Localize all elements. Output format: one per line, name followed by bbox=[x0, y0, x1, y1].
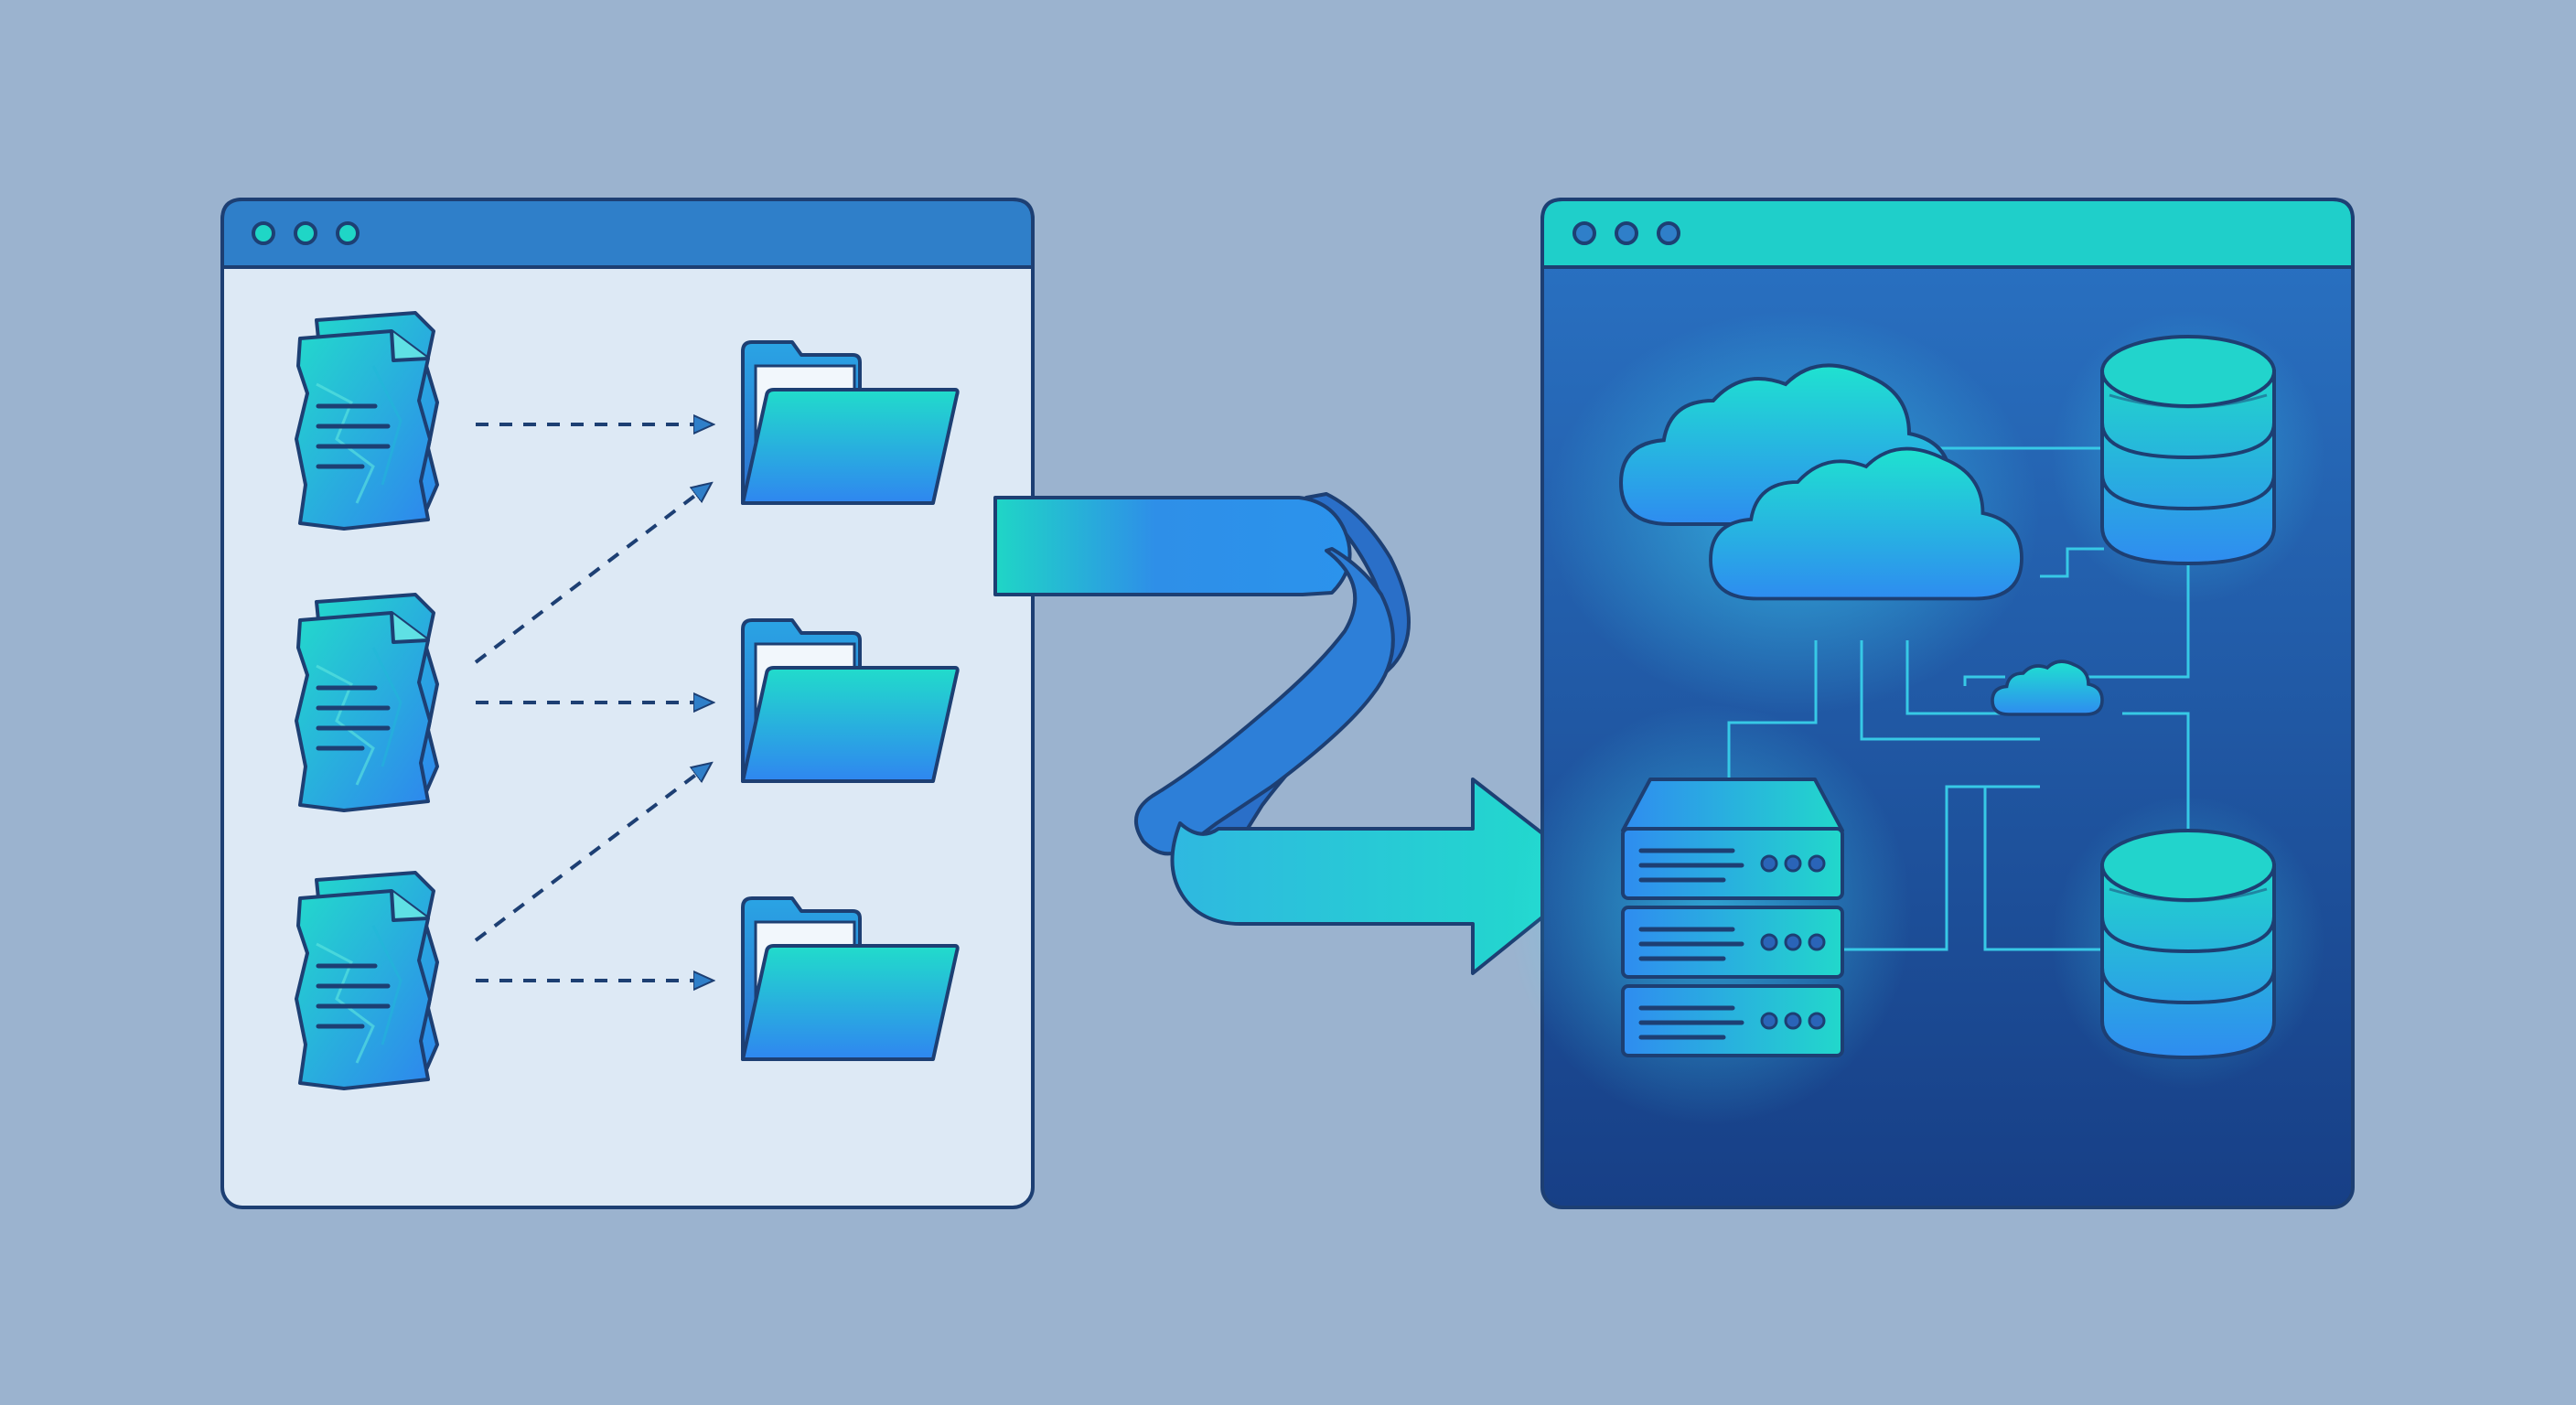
sorting-arrows bbox=[474, 424, 704, 981]
dashed-arrow-icon bbox=[474, 768, 704, 942]
cloud-window-titlebar bbox=[1540, 198, 2355, 269]
network-connections bbox=[1727, 446, 2190, 951]
cloud-window bbox=[1509, 198, 2355, 1209]
crumpled-document-stack-icon bbox=[296, 595, 437, 810]
crumpled-document-stack-icon bbox=[296, 873, 437, 1089]
window-dot-icon bbox=[1572, 221, 1596, 245]
window-dot-icon bbox=[336, 221, 360, 245]
ribbon-arrow-icon bbox=[993, 492, 1597, 975]
window-dot-icon bbox=[294, 221, 317, 245]
database-icon bbox=[2100, 335, 2276, 565]
window-dot-icon bbox=[1615, 221, 1638, 245]
source-window-titlebar bbox=[220, 198, 1035, 269]
server-rack-icon bbox=[1623, 778, 1842, 1056]
source-window bbox=[220, 198, 1035, 1209]
crumpled-document-stack-icon bbox=[296, 313, 437, 529]
dashed-arrow-icon bbox=[474, 488, 704, 664]
window-dot-icon bbox=[252, 221, 275, 245]
database-icon bbox=[2100, 829, 2276, 1059]
window-dot-icon bbox=[1657, 221, 1680, 245]
